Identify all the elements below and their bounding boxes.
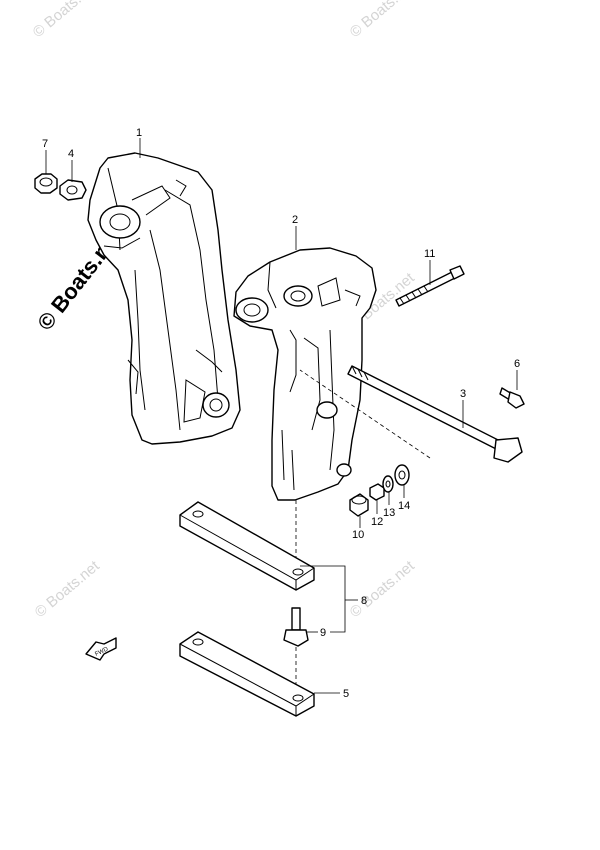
clamp-bracket-left <box>87 152 241 445</box>
watermark-bottom-left: © Boats.net <box>32 557 104 621</box>
shaft-part-3 <box>347 365 523 463</box>
nut-part-7 <box>34 173 58 194</box>
callout-8: 8 <box>361 595 367 607</box>
callout-6: 6 <box>514 358 520 370</box>
callout-13: 13 <box>383 507 395 519</box>
callout-5: 5 <box>343 688 349 700</box>
forward-arrow-label: FWD <box>94 646 110 657</box>
callout-11: 11 <box>424 248 435 260</box>
callout-7: 7 <box>42 138 48 150</box>
callout-1: 1 <box>136 127 142 139</box>
washer-part-13 <box>382 475 394 493</box>
callout-3: 3 <box>460 388 466 400</box>
bracket-8 <box>300 565 346 633</box>
forward-arrow-icon: FWD <box>85 637 117 661</box>
washer-part-14 <box>394 464 410 486</box>
callout-2: 2 <box>292 214 298 226</box>
callout-14: 14 <box>398 500 410 512</box>
watermark-bottom-right: © Boats.net <box>347 557 419 621</box>
nut-part-12 <box>369 483 385 501</box>
callout-12: 12 <box>371 516 383 528</box>
clamp-bracket-right <box>233 247 377 501</box>
washer-part-4 <box>59 179 87 201</box>
callout-10: 10 <box>352 529 364 541</box>
bolt-part-6 <box>499 387 525 409</box>
pad-part-5 <box>179 631 315 717</box>
bolt-part-11 <box>395 265 465 307</box>
pad-part-8 <box>179 501 315 591</box>
centerline-shaft <box>299 369 431 459</box>
watermark-top-right: © Boats.net <box>347 0 419 41</box>
callout-4: 4 <box>68 148 74 160</box>
bushing-part-10 <box>349 493 369 517</box>
bolt-part-9 <box>283 607 309 647</box>
watermark-top-left: © Boats.net <box>30 0 102 41</box>
callout-9: 9 <box>320 627 326 639</box>
